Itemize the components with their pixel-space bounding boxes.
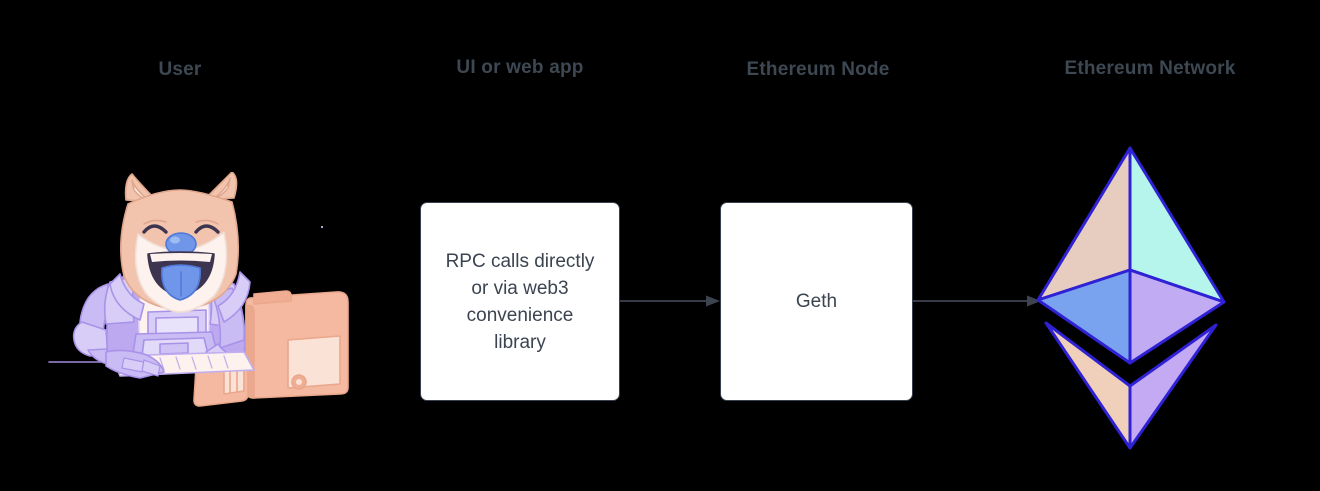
column-header-ethereum-network: Ethereum Network: [1064, 58, 1236, 79]
column-header-ui-or-web-app: UI or web app: [456, 57, 584, 78]
eth-facet-mid-right: [1128, 268, 1226, 365]
column-header-ethereum-node: Ethereum Node: [746, 59, 890, 80]
process-box-geth-label: Geth: [795, 291, 838, 312]
process-box-geth[interactable]: Geth: [720, 202, 913, 401]
arrow-rpc-to-geth: [620, 295, 720, 307]
arrow-geth-to-ethereum-network: [913, 295, 1041, 307]
user-shiba-illustration: [48, 172, 366, 408]
column-header-user: User: [158, 59, 202, 80]
process-box-rpc[interactable]: RPC calls directly or via web3 convenien…: [420, 202, 620, 401]
eth-facet-lower-right: [1128, 323, 1218, 450]
process-box-rpc-label: RPC calls directly or via web3 convenien…: [445, 250, 595, 353]
ethereum-diamond-logo: [1034, 143, 1230, 453]
